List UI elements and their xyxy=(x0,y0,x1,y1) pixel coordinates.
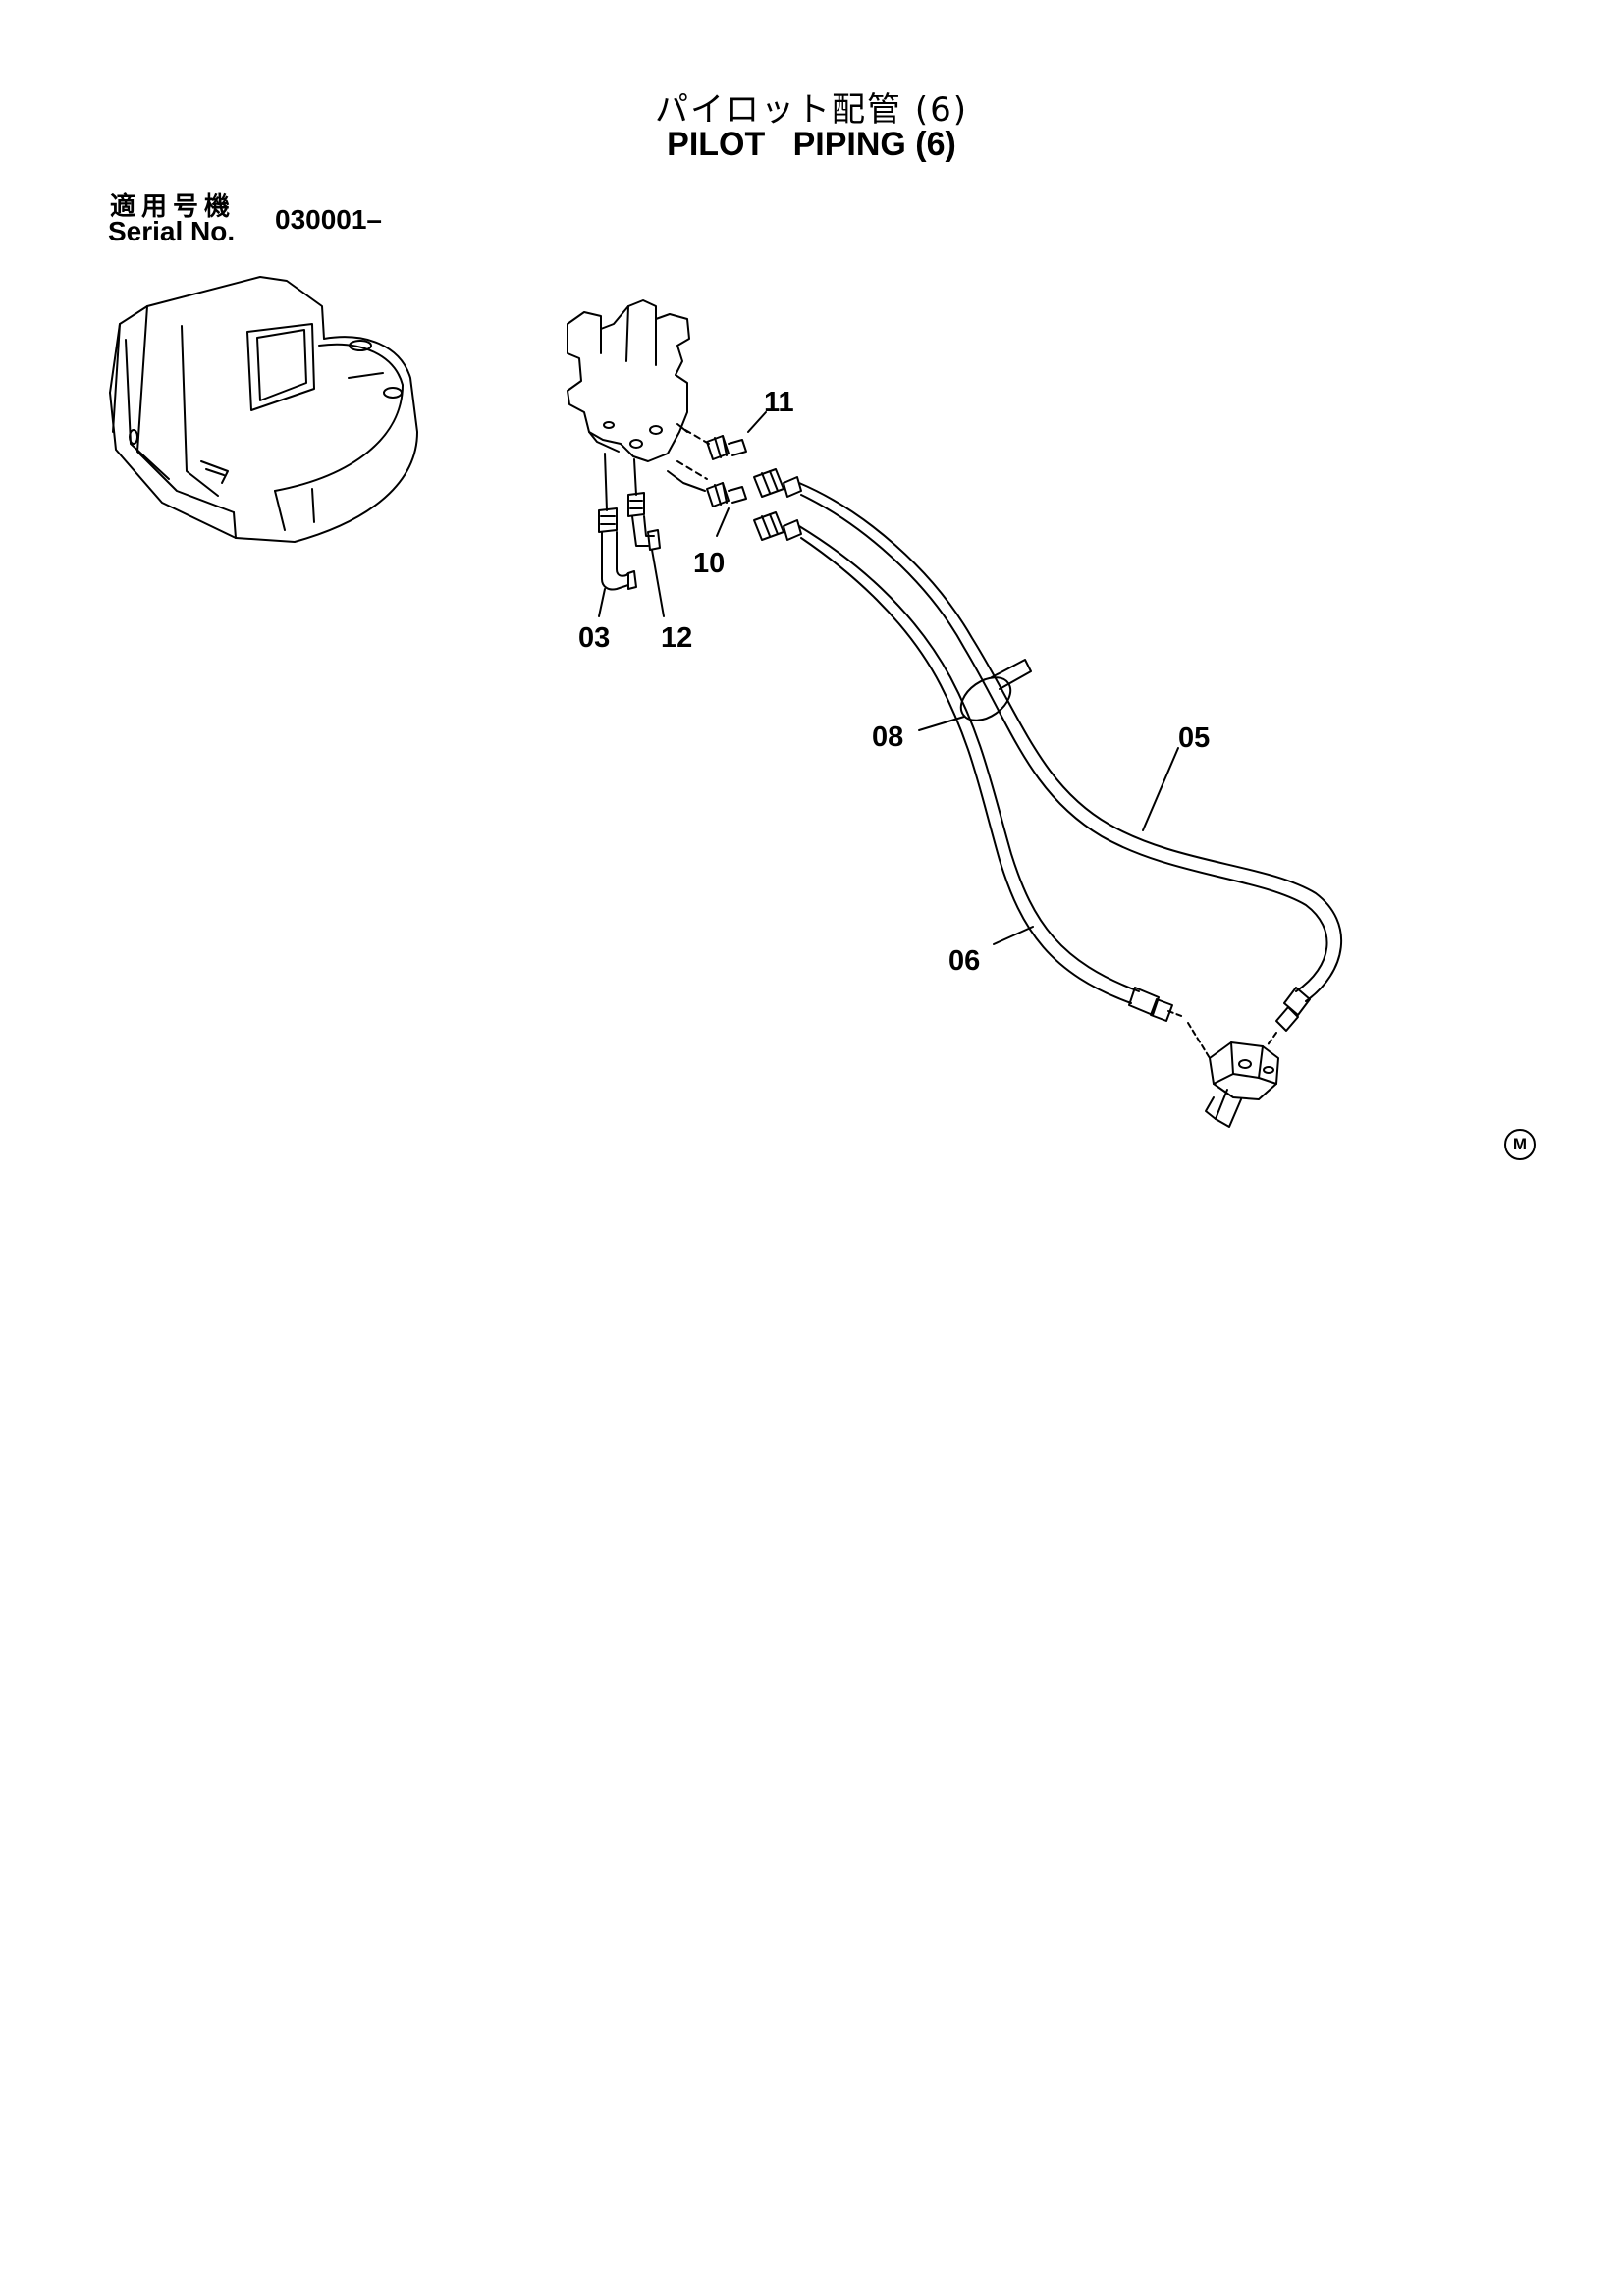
excavator-illustration xyxy=(109,276,418,543)
hose-06 xyxy=(753,511,1185,1022)
leader-05 xyxy=(1142,747,1179,831)
callout-10: 10 xyxy=(693,548,725,579)
callout-03: 03 xyxy=(578,622,610,654)
leader-11 xyxy=(747,411,767,433)
callout-06: 06 xyxy=(948,945,980,977)
serial-label-en: Serial No. xyxy=(108,216,236,246)
callout-08: 08 xyxy=(872,721,903,753)
leader-12 xyxy=(651,549,665,617)
callout-11: 11 xyxy=(764,387,794,418)
pilot-valve xyxy=(567,299,690,462)
page-title-jp: パイロット配管 (6) xyxy=(655,90,968,130)
serial-value: 030001– xyxy=(275,204,383,235)
adapter-fitting-11 xyxy=(706,435,747,460)
leader-03 xyxy=(598,588,606,617)
hose-05 xyxy=(753,468,1343,1032)
callout-05: 05 xyxy=(1178,722,1210,754)
leader-08 xyxy=(918,716,965,731)
page-title-en: PILOT PIPING (6) xyxy=(667,126,956,163)
serial-label-jp: 適用号機 xyxy=(110,192,237,222)
elbow-fitting-12 xyxy=(627,492,661,551)
callout-12: 12 xyxy=(661,622,692,654)
leader-10 xyxy=(716,507,730,537)
adapter-fitting-10 xyxy=(706,482,747,507)
elbow-fitting-03 xyxy=(598,507,637,591)
hose-clamp-08 xyxy=(959,659,1032,721)
revision-mark: M xyxy=(1504,1129,1536,1160)
shuttle-valve xyxy=(1187,1022,1279,1128)
leader-06 xyxy=(993,926,1034,945)
